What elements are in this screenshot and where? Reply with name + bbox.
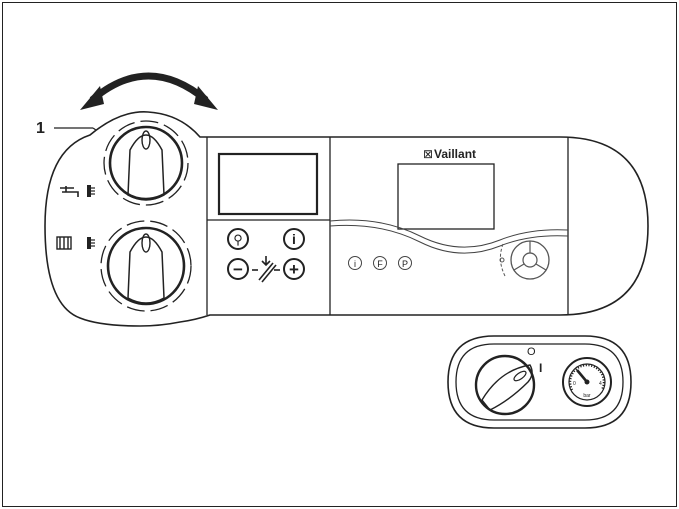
decorative-wave [329, 219, 569, 248]
vaillant-logo: ⊠ Vaillant [423, 147, 476, 161]
plus-button[interactable]: + [283, 258, 305, 280]
gauge-min-label: 0 [573, 381, 576, 387]
switch-off-label: O [527, 346, 536, 358]
digital-display [217, 152, 319, 216]
main-switch[interactable]: O I [474, 346, 542, 416]
gauge-unit: bar [583, 393, 591, 399]
minus-button[interactable]: − [227, 258, 249, 280]
plus-icon: + [289, 260, 299, 279]
control-panel [44, 111, 649, 327]
chimney-sweep-button[interactable]: ⚲ [227, 228, 249, 250]
heating-knob[interactable] [100, 220, 192, 312]
pressure-gauge: 0 4 bar [562, 357, 612, 407]
svg-text:F: F [377, 259, 383, 269]
large-display [397, 163, 495, 230]
right-dial[interactable] [499, 240, 550, 280]
svg-text:i: i [354, 259, 356, 269]
callout-number: 1 [36, 120, 45, 137]
brand-mark: ⊠ [423, 147, 433, 161]
tap-thermometer-icon [60, 185, 95, 197]
chimney-sweep-icon: ⚲ [233, 232, 243, 247]
reset-icon [252, 256, 280, 283]
status-led-info: i [348, 256, 362, 270]
rotate-arrow-icon [80, 72, 218, 110]
radiator-thermometer-icon [56, 236, 95, 250]
status-led-fault: F [373, 256, 387, 270]
minus-icon: − [233, 260, 243, 279]
info-button[interactable]: i [283, 228, 305, 250]
hot-water-knob[interactable] [103, 120, 189, 206]
gauge-max-label: 4 [599, 381, 602, 387]
svg-text:P: P [402, 259, 408, 269]
brand-name: Vaillant [434, 147, 476, 161]
info-icon: i [292, 231, 296, 247]
switch-on-label: I [539, 361, 542, 375]
decorative-wave-2 [329, 224, 569, 254]
status-led-pump: P [398, 256, 412, 270]
